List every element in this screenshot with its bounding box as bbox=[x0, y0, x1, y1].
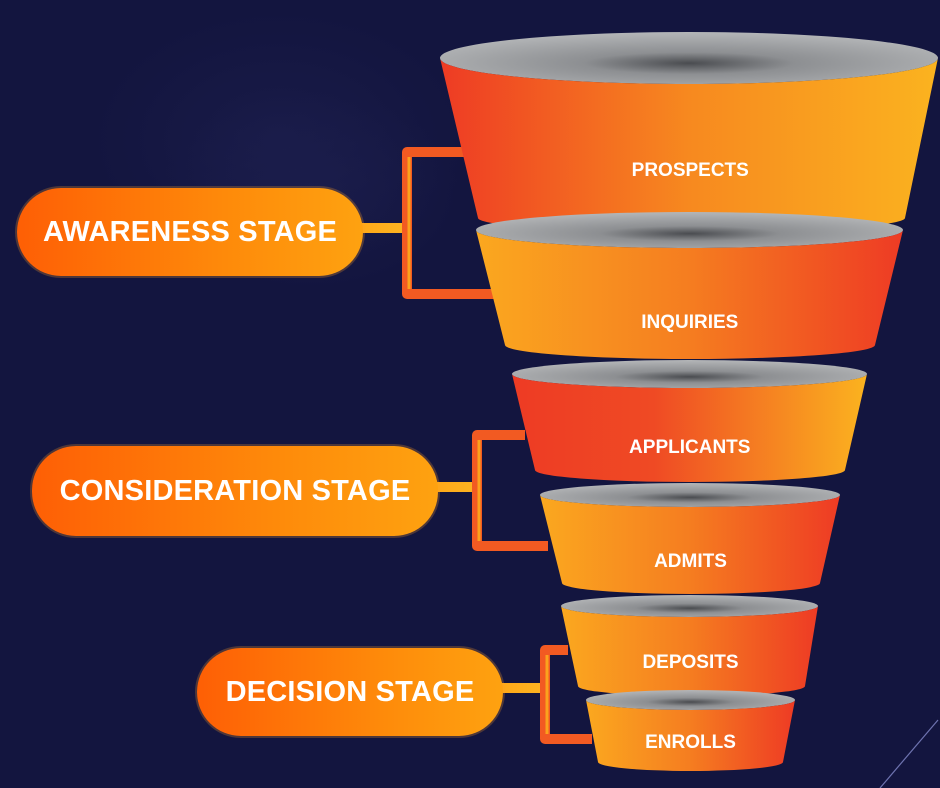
segment-body bbox=[476, 230, 903, 359]
segment-rim bbox=[561, 595, 818, 617]
connector-bracket bbox=[402, 147, 500, 299]
stage-connector-1 bbox=[360, 147, 500, 299]
segment-body bbox=[540, 495, 840, 594]
stage-label: AWARENESS STAGE bbox=[42, 215, 338, 248]
stage-label: CONSIDERATION STAGE bbox=[59, 474, 411, 507]
funnel-segment-admits: ADMITS bbox=[540, 483, 840, 594]
segment-body bbox=[561, 606, 818, 696]
funnel-segment-enrolls: ENROLLS bbox=[586, 690, 795, 771]
segment-body bbox=[440, 58, 938, 233]
decorative-line bbox=[879, 719, 939, 788]
connector-stub bbox=[435, 482, 472, 492]
segment-label: PROSPECTS bbox=[632, 160, 749, 181]
stage-pill-decision: DECISION STAGE bbox=[197, 648, 503, 736]
stage-connector-2 bbox=[435, 430, 548, 551]
segment-body bbox=[586, 700, 795, 771]
segment-rim bbox=[440, 32, 938, 84]
segment-body bbox=[512, 374, 867, 482]
stage-connector-3 bbox=[500, 645, 592, 744]
segment-label: DEPOSITS bbox=[642, 652, 738, 673]
segment-rim bbox=[476, 212, 903, 248]
connector-stub bbox=[500, 683, 540, 693]
connector-bracket bbox=[540, 645, 592, 744]
stage-label: DECISION STAGE bbox=[225, 675, 475, 708]
funnel-segment-prospects: PROSPECTS bbox=[440, 32, 938, 233]
segment-rim bbox=[586, 690, 795, 710]
connector-stub bbox=[360, 223, 402, 233]
stage-pill-awareness: AWARENESS STAGE bbox=[17, 188, 363, 276]
segment-label: ADMITS bbox=[654, 551, 727, 572]
segment-rim bbox=[540, 483, 840, 507]
connector-bracket bbox=[472, 430, 548, 551]
funnel-segment-inquiries: INQUIRIES bbox=[476, 212, 903, 359]
stage-pill-consideration: CONSIDERATION STAGE bbox=[32, 446, 438, 536]
segment-label: APPLICANTS bbox=[629, 437, 750, 458]
segment-label: INQUIRIES bbox=[641, 312, 738, 333]
segment-label: ENROLLS bbox=[645, 732, 736, 753]
segment-rim bbox=[512, 360, 867, 388]
funnel-segment-deposits: DEPOSITS bbox=[561, 595, 818, 696]
funnel-segment-applicants: APPLICANTS bbox=[512, 360, 867, 482]
